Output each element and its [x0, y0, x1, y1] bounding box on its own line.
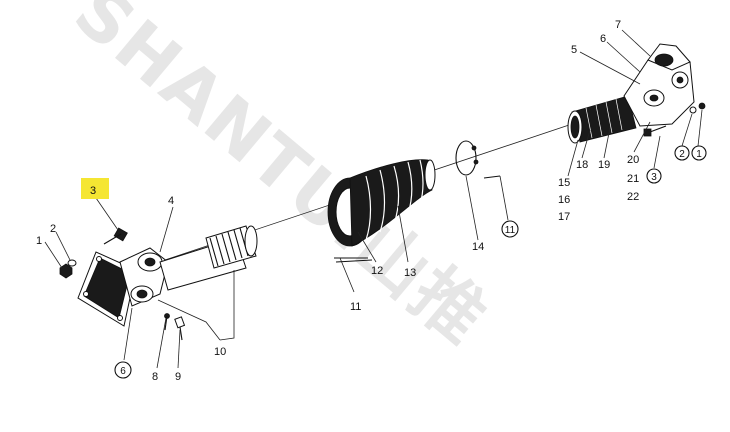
- highlight-box: [81, 178, 109, 199]
- label-12: 12: [371, 265, 383, 277]
- callout-2-right: 2: [674, 145, 690, 161]
- washer: [67, 259, 77, 267]
- label-19: 19: [598, 159, 610, 171]
- bolt-3-head: [643, 128, 652, 137]
- bolt-3-shank: [649, 125, 667, 133]
- label-20: 20: [627, 154, 639, 166]
- label-6: 6: [600, 33, 606, 45]
- slip-tube: [571, 95, 637, 143]
- snap-ring-eye: [473, 159, 479, 165]
- boot-small-end: [424, 159, 436, 191]
- flange-bolt-hole: [96, 256, 102, 262]
- yoke-boss-hole: [676, 76, 684, 84]
- label-13: 13: [404, 267, 416, 279]
- callout-6-left: 6: [114, 361, 132, 379]
- label-16: 16: [558, 194, 570, 206]
- snap-ring-eye: [471, 145, 477, 151]
- nut: [59, 263, 73, 279]
- label-7: 7: [615, 19, 621, 31]
- label-2: 2: [50, 223, 56, 235]
- nut-right: [698, 102, 706, 110]
- svg-text:3: 3: [651, 172, 657, 183]
- label-10: 10: [214, 346, 226, 358]
- circled-callouts: 6 11 3 2 1: [114, 145, 707, 379]
- svg-text:1: 1: [696, 149, 702, 160]
- splined-section: [205, 225, 257, 269]
- right-yoke-assembly: [567, 43, 706, 144]
- callout-11-bottom: 11: [501, 220, 519, 238]
- callout-3-right: 3: [646, 168, 662, 184]
- clamp-band-edge: [335, 259, 373, 263]
- label-11: 11: [350, 301, 361, 313]
- bearing-center: [144, 257, 156, 267]
- label-21: 21: [627, 173, 639, 185]
- label-22: 22: [627, 191, 639, 203]
- callout-1-right: 1: [691, 145, 707, 161]
- svg-text:2: 2: [679, 149, 685, 160]
- label-9: 9: [175, 371, 181, 383]
- dust-boot-assembly: [327, 140, 501, 263]
- label-15: 15: [558, 177, 570, 189]
- snap-ring: [455, 140, 477, 176]
- bolt-9-head: [174, 316, 186, 329]
- svg-text:11: 11: [505, 225, 516, 236]
- shaft-end: [244, 225, 258, 257]
- label-5: 5: [571, 44, 577, 56]
- spline-teeth: [209, 227, 249, 267]
- yoke-bearing-top: [654, 53, 674, 67]
- label-8: 8: [152, 371, 158, 383]
- tube-bore: [570, 115, 580, 139]
- screw-8-shank: [164, 315, 168, 331]
- leader-lines: [44, 29, 703, 369]
- bolt-shank: [103, 233, 122, 245]
- tube-splines: [585, 98, 623, 139]
- svg-text:6: 6: [120, 366, 126, 377]
- left-yoke-assembly: [77, 225, 258, 327]
- label-1: 1: [36, 235, 42, 247]
- label-14: 14: [472, 241, 484, 253]
- label-18: 18: [576, 159, 588, 171]
- label-4: 4: [168, 195, 174, 207]
- flange-bolt-hole: [117, 315, 123, 321]
- bolt-9-shank: [179, 326, 183, 341]
- washer-right: [689, 106, 697, 114]
- boot-ridges: [365, 159, 424, 241]
- bearing-center: [649, 94, 659, 102]
- label-17: 17: [558, 211, 570, 223]
- left-hardware: [59, 227, 186, 341]
- label-3: 3: [90, 185, 96, 197]
- bearing-center: [136, 289, 148, 299]
- flange-bolt-hole: [83, 291, 89, 297]
- clamp-band-right: [483, 175, 501, 179]
- part-labels: 1 2 3 4 5 6 7 8 9 10 11 12 13 14 15 16 1…: [36, 19, 639, 383]
